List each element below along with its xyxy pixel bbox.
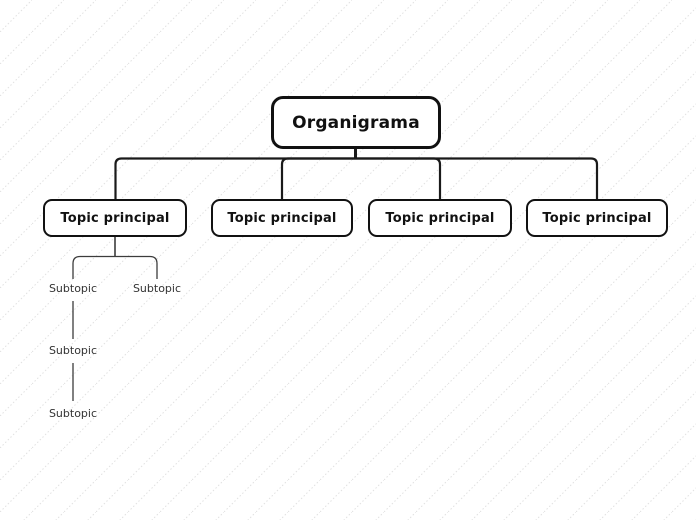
main-topic-label: Topic principal: [542, 210, 652, 226]
main-topic-label: Topic principal: [385, 210, 495, 226]
subtopic-label: Subtopic: [132, 282, 182, 295]
connector-topic1-subtopic1: [72, 255, 115, 279]
main-topic-node-4[interactable]: Topic principal: [526, 199, 668, 237]
subtopic-node-2[interactable]: Subtopic: [97, 282, 217, 295]
root-connectors: [114, 147, 599, 200]
subtopic-node-1[interactable]: Subtopic: [13, 282, 133, 295]
subtopic-connectors: [72, 237, 158, 401]
subtopic-label: Subtopic: [48, 407, 98, 420]
connector-root-topic4: [355, 157, 599, 200]
connector-topic1-subtopic2: [115, 255, 158, 279]
main-topic-node-1[interactable]: Topic principal: [43, 199, 187, 237]
main-topic-label: Topic principal: [227, 210, 337, 226]
connector-root-topic1: [114, 157, 356, 200]
root-topic-label: Organigrama: [292, 112, 420, 133]
subtopic-node-3[interactable]: Subtopic: [13, 344, 133, 357]
subtopic-label: Subtopic: [48, 282, 98, 295]
root-topic-node[interactable]: Organigrama: [271, 96, 441, 149]
subtopic-label: Subtopic: [48, 344, 98, 357]
connector-root-topic2: [280, 157, 356, 200]
subtopic-node-4[interactable]: Subtopic: [13, 407, 133, 420]
main-topic-label: Topic principal: [60, 210, 170, 226]
main-topic-node-2[interactable]: Topic principal: [211, 199, 353, 237]
main-topic-node-3[interactable]: Topic principal: [368, 199, 512, 237]
